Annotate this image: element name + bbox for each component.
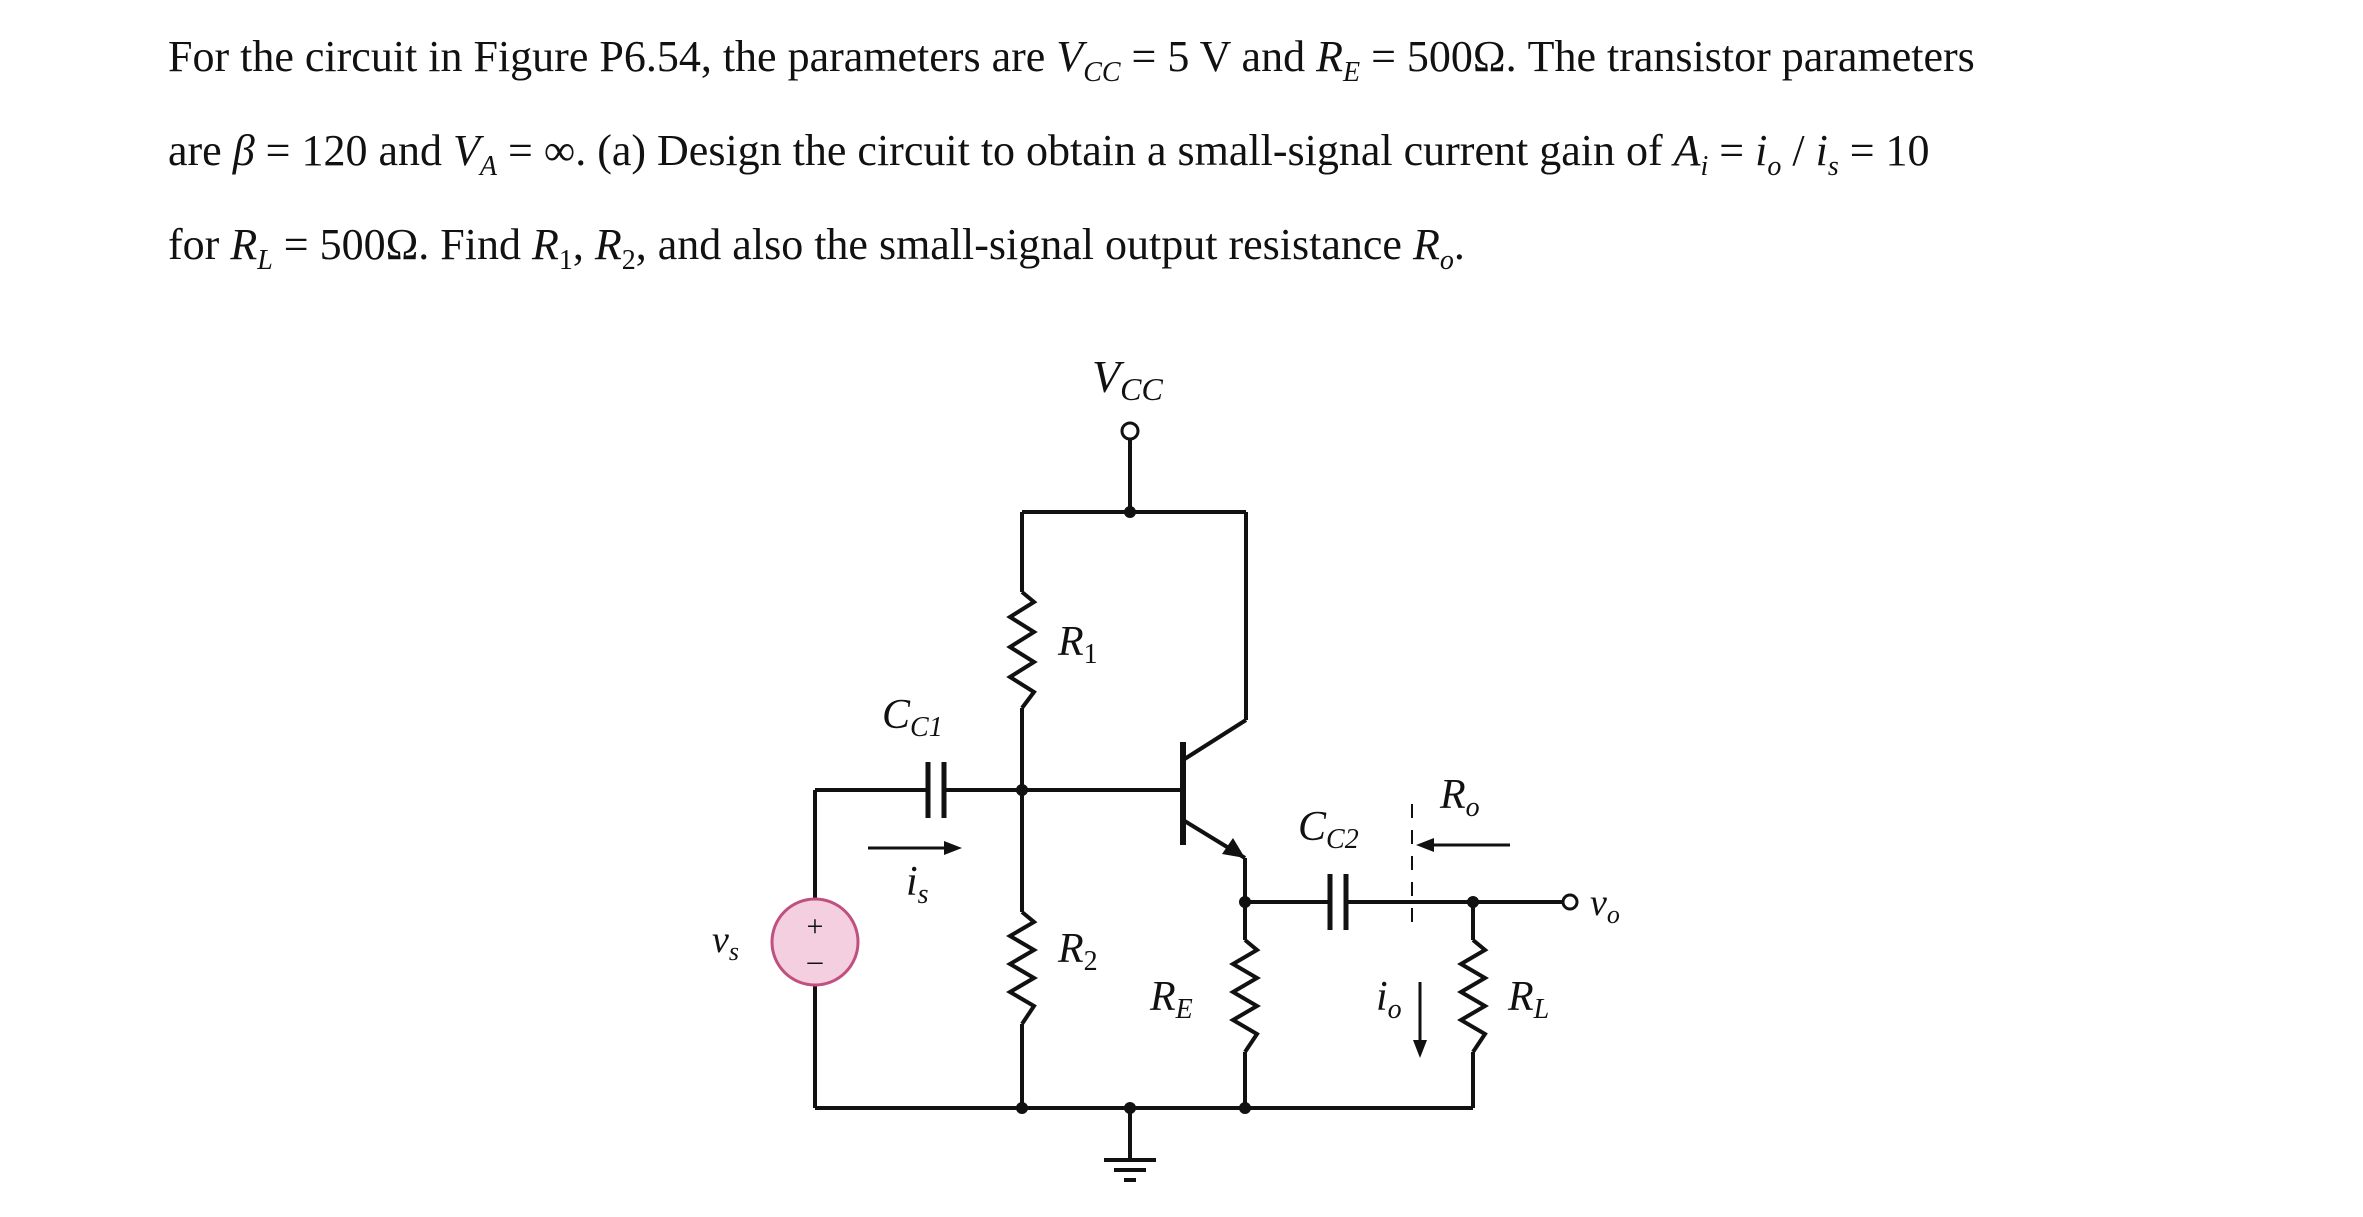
rl-label: RL <box>1507 974 1549 1025</box>
wires <box>813 440 1563 1160</box>
math-value: = 5 V and <box>1120 32 1317 81</box>
ro-label: Ro <box>1439 772 1480 823</box>
text-segment: . (a) Design the circuit to obtain a sma… <box>575 125 1674 175</box>
junction-dots <box>1016 506 1479 1114</box>
cc2-capacitor <box>1318 874 1358 930</box>
re-label: RE <box>1149 974 1193 1025</box>
io-label: io <box>1376 974 1402 1025</box>
math-value: = ∞ <box>497 125 576 175</box>
minus-sign: – <box>807 944 824 977</box>
text-segment: For the circuit in Figure P6.54, the par… <box>168 32 1057 81</box>
npn-transistor <box>1180 742 1245 858</box>
is-label: is <box>906 859 929 910</box>
text-segment: for <box>168 219 231 269</box>
vo-terminal <box>1561 893 1579 911</box>
math-subscript: i <box>1700 150 1709 182</box>
math-value: = 120 <box>254 125 368 175</box>
io-arrow <box>1413 982 1427 1058</box>
plus-sign: + <box>807 910 824 943</box>
math-subscript: A <box>479 150 497 182</box>
r1-resistor <box>1006 590 1038 710</box>
math-subscript: L <box>257 244 273 276</box>
math-subscript: s <box>1827 150 1839 182</box>
r2-label: R2 <box>1057 926 1098 977</box>
math-value: = <box>1708 125 1756 175</box>
cc1-capacitor <box>916 762 956 818</box>
ro-indicator <box>1411 804 1510 930</box>
math-value: = 500Ω <box>272 219 419 269</box>
rl-resistor <box>1457 938 1489 1054</box>
text-segment: . <box>1453 219 1465 269</box>
vs-label: vs <box>712 919 739 966</box>
text-segment: . Find <box>418 219 532 269</box>
math-value: = 10 <box>1838 125 1930 175</box>
math-symbol: R <box>230 219 258 269</box>
is-arrow <box>868 841 962 855</box>
math-symbol: A <box>1673 125 1701 175</box>
math-value: = 500Ω <box>1360 32 1506 81</box>
math-symbol: R <box>594 219 622 269</box>
problem-line-1: For the circuit in Figure P6.54, the par… <box>168 18 2218 112</box>
problem-line-2: are β = 120 and VA = ∞. (a) Design the c… <box>168 112 2218 206</box>
text-segment: , <box>572 219 595 269</box>
text-segment: and <box>367 125 453 175</box>
math-symbol: R <box>532 219 559 269</box>
text-segment: . The transistor parameters <box>1505 32 1975 81</box>
r2-resistor <box>1006 910 1038 1026</box>
math-symbol: V <box>1056 32 1084 81</box>
text-segment: , and also the small-signal output resis… <box>635 219 1413 269</box>
cc2-label: CC2 <box>1298 804 1359 855</box>
vs-source: + – <box>770 897 860 987</box>
math-value: / <box>1781 125 1816 175</box>
math-symbol: i <box>1755 125 1768 175</box>
vo-label: vo <box>1590 882 1620 929</box>
problem-line-3: for RL = 500Ω. Find R1, R2, and also the… <box>168 206 2218 300</box>
vcc-terminal <box>1120 421 1140 441</box>
re-resistor <box>1229 938 1261 1054</box>
source-circle <box>770 897 860 987</box>
math-subscript: o <box>1439 244 1454 276</box>
math-subscript: CC <box>1083 56 1121 88</box>
math-symbol: β <box>232 125 255 175</box>
text-segment: are <box>168 125 233 175</box>
math-subscript: o <box>1767 150 1782 182</box>
problem-statement: For the circuit in Figure P6.54, the par… <box>168 18 2218 299</box>
cc1-label: CC1 <box>882 692 943 743</box>
vcc-label: VCC <box>1092 351 1163 407</box>
ground-icon <box>1104 1158 1156 1182</box>
math-subscript: 1 <box>558 244 573 276</box>
math-subscript: 2 <box>621 244 636 276</box>
r1-label: R1 <box>1057 619 1098 670</box>
math-symbol: R <box>1412 219 1440 269</box>
math-symbol: V <box>453 125 480 175</box>
math-symbol: i <box>1815 125 1828 175</box>
math-symbol: R <box>1316 32 1343 81</box>
math-subscript: E <box>1342 56 1361 88</box>
